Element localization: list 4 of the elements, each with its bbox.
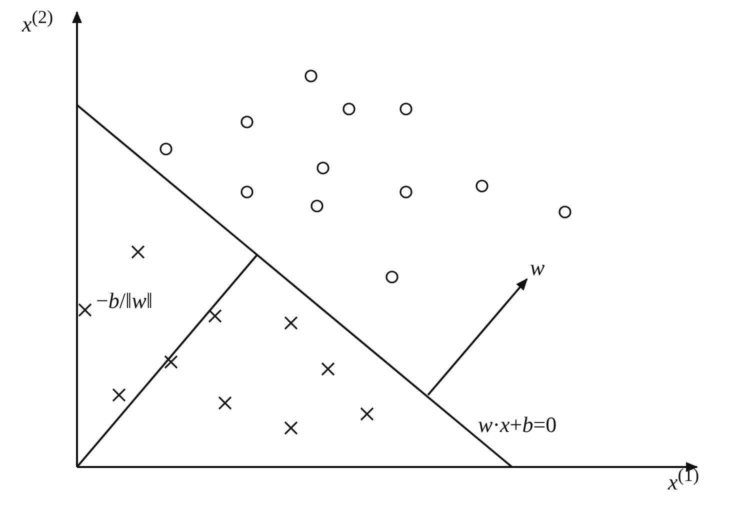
distance-label: −b/‖w‖ (96, 290, 153, 312)
equation-label: w·x+b=0 (478, 414, 557, 436)
vector-label: w (530, 257, 545, 279)
axis-label: x$^{(2)}$ (22, 8, 54, 36)
